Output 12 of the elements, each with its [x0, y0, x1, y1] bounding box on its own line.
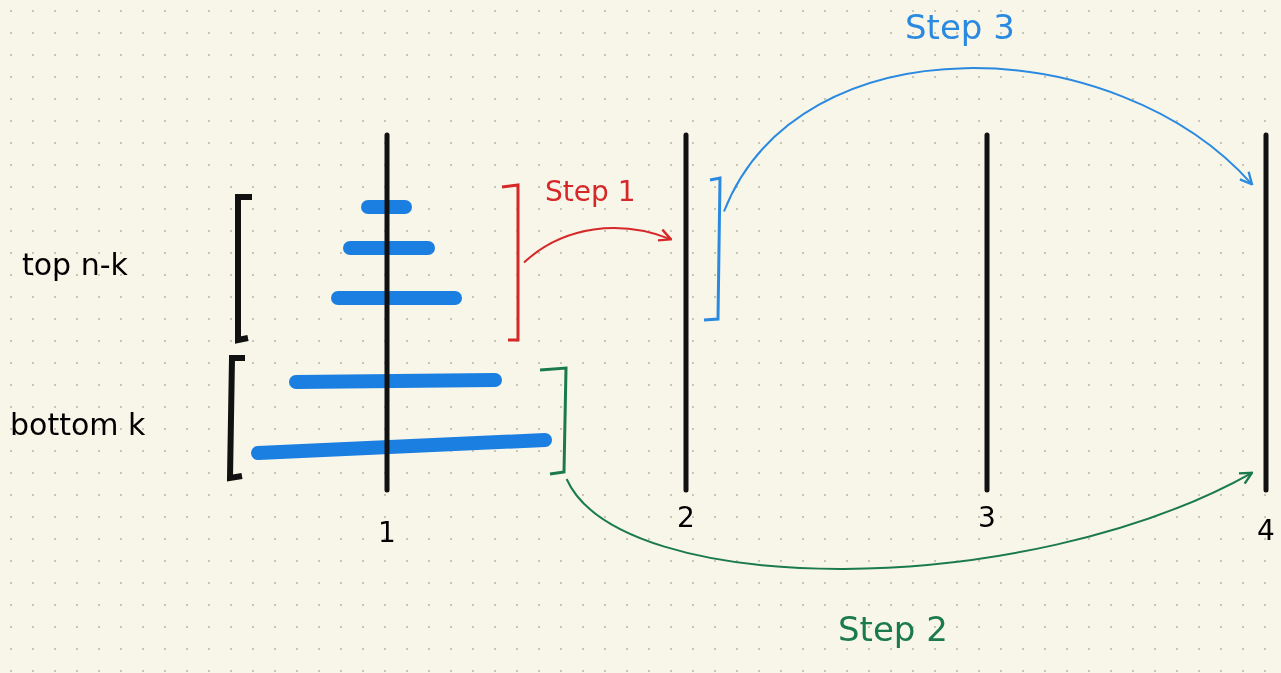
edge-label: Step 2	[838, 612, 948, 646]
peg-number: 3	[977, 501, 997, 535]
peg-number: 4	[1256, 514, 1276, 548]
edge-label: Step 3	[905, 10, 1015, 44]
peg-number: 1	[377, 516, 397, 550]
peg-number: 2	[676, 501, 696, 535]
stack-label: top n-k	[22, 248, 128, 282]
arrow	[565, 471, 1254, 570]
arrow	[723, 67, 1254, 213]
edge-label: Step 1	[545, 175, 636, 209]
arrow	[523, 227, 673, 264]
stack-label: bottom k	[10, 408, 146, 442]
